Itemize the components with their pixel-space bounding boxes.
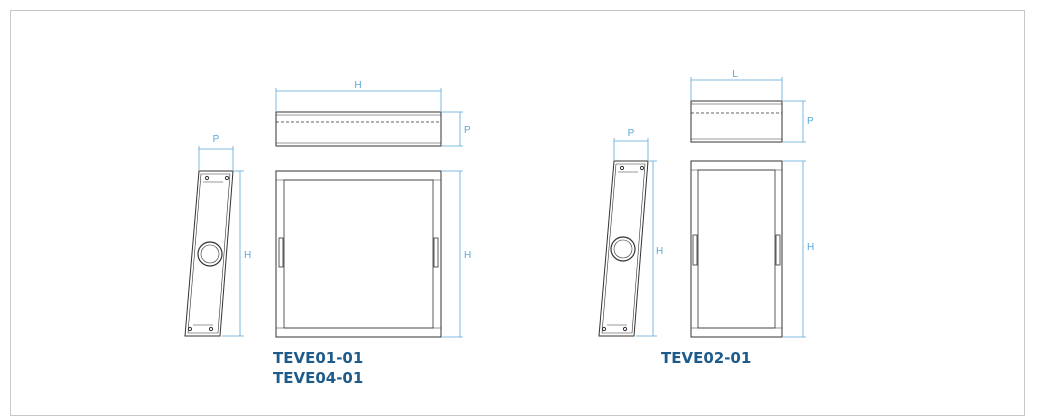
product-b-side-width-label: P	[628, 128, 635, 139]
product-a-top-view	[275, 111, 442, 147]
product-a-side-view	[184, 170, 234, 337]
product-a-top-dimensions	[275, 88, 463, 147]
product-b-code-1: TEVE02-01	[661, 349, 752, 367]
product-b-top-depth-label: P	[807, 116, 814, 127]
product-b-front-height-label: H	[807, 242, 814, 253]
product-a-drawing: P H H P	[184, 80, 471, 338]
product-b-top-dimensions	[690, 77, 806, 143]
product-b-side-view	[598, 160, 649, 337]
product-a-front-dimensions	[442, 170, 463, 338]
product-a-side-dimensions	[198, 146, 244, 337]
product-b-front-dimensions	[783, 160, 806, 338]
product-b-side-dimensions	[613, 138, 657, 337]
product-b-caption: TEVE02-01	[661, 348, 751, 368]
product-a-side-width-label: P	[213, 134, 220, 145]
product-a-top-depth-label: P	[464, 125, 471, 136]
product-b-drawing: P H L P	[598, 69, 814, 338]
product-a-front-view	[275, 170, 442, 338]
product-a-code-2: TEVE04-01	[273, 369, 364, 387]
product-b-top-width-label: L	[732, 69, 738, 80]
product-a-top-width-label: H	[354, 80, 361, 91]
product-a-caption: TEVE01-01 TEVE04-01	[273, 348, 363, 388]
product-b-side-height-label: H	[656, 246, 663, 257]
product-a-front-height-label: H	[464, 250, 471, 261]
product-a-code-1: TEVE01-01	[273, 349, 364, 367]
product-b-top-view	[690, 100, 783, 143]
product-b-front-view	[690, 160, 783, 338]
drawing-frame	[10, 10, 1025, 416]
product-a-side-height-label: H	[244, 250, 251, 261]
